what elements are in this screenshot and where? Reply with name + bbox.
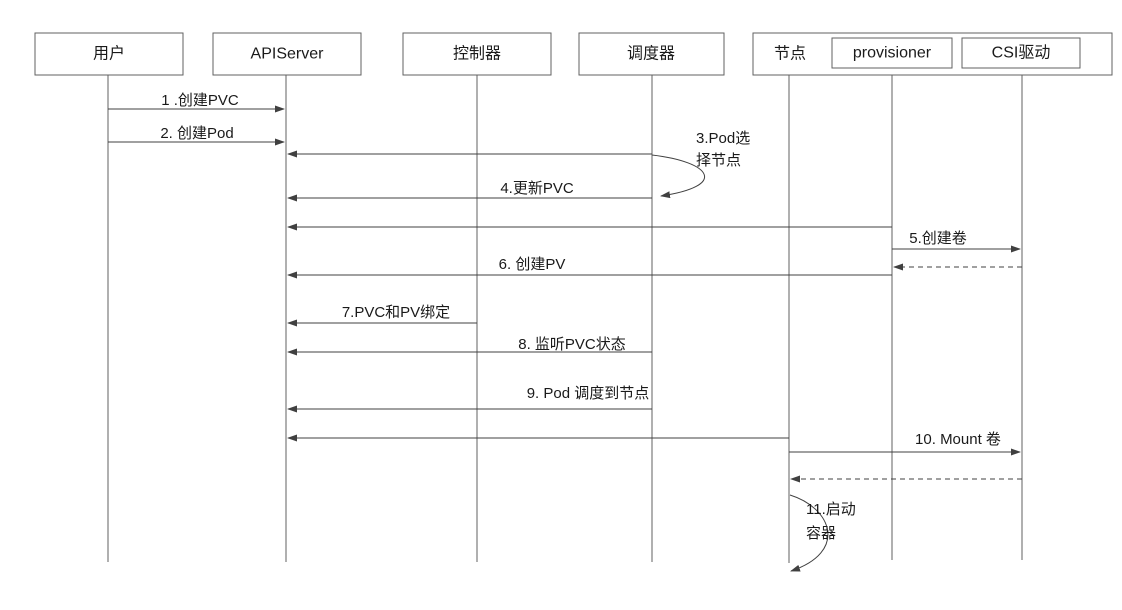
message-label-5: 5.创建卷 <box>909 230 967 247</box>
participant-box-csi <box>961 37 1081 69</box>
participant-label-apiserver: APIServer <box>251 46 325 63</box>
participant-label-controller: 控制器 <box>453 45 501 63</box>
message-label-1: 1 .创建PVC <box>161 92 239 109</box>
message-label-6: 6. 创建PV <box>499 256 566 273</box>
message-label-10: 10. Mount 卷 <box>915 431 1001 448</box>
message-label-9: 9. Pod 调度到节点 <box>527 385 650 402</box>
message-label-8: 8. 监听PVC状态 <box>518 336 626 353</box>
message-label-4: 4.更新PVC <box>500 180 574 197</box>
participant-box-scheduler <box>578 32 725 76</box>
participant-label-csi: CSI驱动 <box>992 44 1051 62</box>
participant-box-provisioner <box>831 37 953 69</box>
self-loop-arrow-3 <box>651 154 706 199</box>
participant-box-apiserver <box>212 32 362 76</box>
self-message-label-3-line2: 择节点 <box>696 152 741 169</box>
participant-label-provisioner: provisioner <box>853 45 932 62</box>
self-loop-arrow-11 <box>789 494 829 572</box>
message-label-7: 7.PVC和PV绑定 <box>342 304 450 321</box>
participant-box-controller <box>402 32 552 76</box>
self-message-label-3-line1: 3.Pod选 <box>696 130 750 147</box>
participant-label-user: 用户 <box>93 45 125 63</box>
message-label-2: 2. 创建Pod <box>160 125 233 142</box>
participant-label-scheduler: 调度器 <box>627 45 675 63</box>
self-message-label-11-line1: 11.启动 <box>806 501 856 518</box>
participant-box-user <box>34 32 184 76</box>
self-message-label-11-line2: 容器 <box>806 525 836 542</box>
participant-label-node: 节点 <box>774 45 806 63</box>
